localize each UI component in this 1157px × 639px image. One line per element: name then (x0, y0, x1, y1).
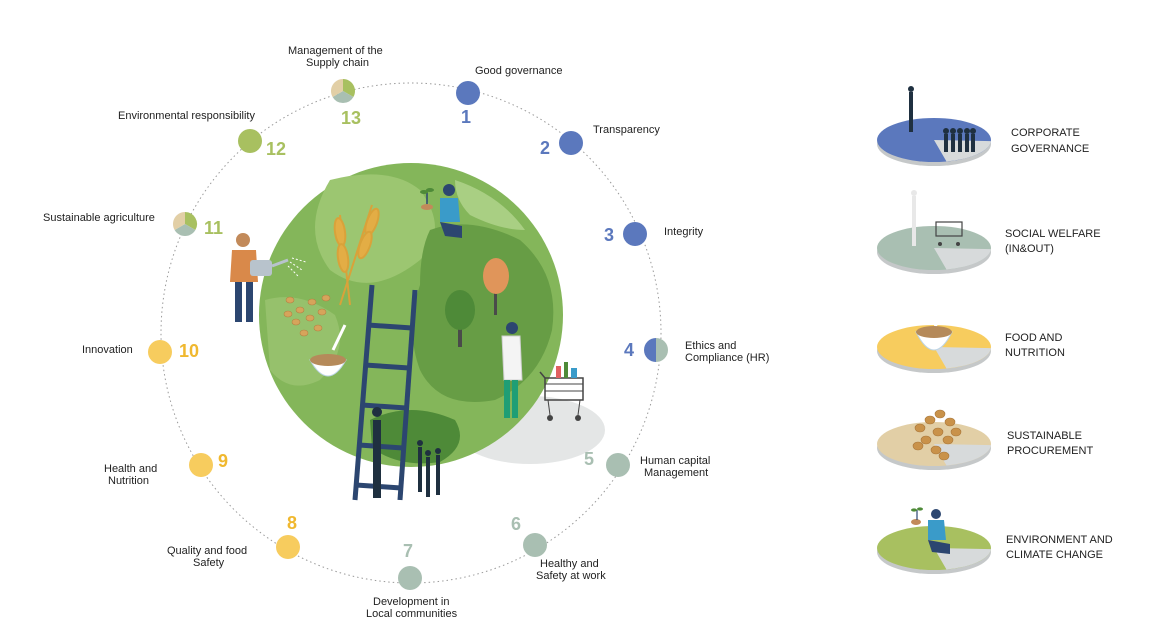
wheel-dot-1 (456, 81, 480, 105)
wheel-dot-10 (148, 340, 172, 364)
legend-label-line: SOCIAL WELFARE (1005, 228, 1101, 240)
beans-icon (912, 409, 962, 461)
legend-pie-3 (877, 325, 991, 373)
legend-label-line: PROCUREMENT (1007, 445, 1094, 457)
wheel-label-line: Nutrition (108, 475, 149, 487)
wheel-number: 5 (584, 449, 595, 469)
legend-label-line: CLIMATE CHANGE (1006, 549, 1103, 561)
wheel-label-line: Human capital (640, 455, 711, 467)
legend-label-line: NUTRITION (1005, 347, 1065, 359)
wheel-label-line: Ethics and (685, 340, 737, 352)
wheel-dot-11 (172, 212, 197, 237)
wheel-label-line: Management of the (288, 45, 383, 57)
legend-figure-icon (943, 128, 949, 152)
legend-label-line: ENVIRONMENT AND (1006, 534, 1113, 546)
wheel-label: Environmental responsibility (118, 110, 255, 122)
legend-label-line: FOOD AND (1005, 332, 1063, 344)
wheel-number: 9 (218, 451, 229, 471)
bowl-icon (915, 297, 953, 351)
wheel-number: 4 (624, 340, 635, 360)
legend-figure-icon (911, 190, 917, 246)
wheat-icon (333, 204, 380, 306)
wheel-label-line: Safety (193, 557, 225, 569)
legend-label-line: CORPORATE (1011, 127, 1080, 139)
cart-icon (935, 221, 963, 246)
legend-figure-icon (970, 128, 976, 152)
wheel-number: 6 (511, 514, 522, 534)
wheel-number: 1 (461, 107, 472, 127)
shopper-cart-icon (501, 322, 584, 421)
wheel-dot-8 (276, 535, 300, 559)
wheel-dot-12 (238, 129, 262, 153)
bowl-icon (309, 324, 347, 377)
legend-figure-icon (950, 128, 956, 152)
wheel-number: 10 (179, 341, 200, 361)
wheel-label-line: Local communities (366, 608, 458, 620)
wheel-dot-7 (398, 566, 422, 590)
legend-pies (877, 86, 991, 574)
wheel-number: 8 (287, 513, 298, 533)
farmer-watering-icon (230, 233, 307, 322)
wheel-dots (148, 79, 668, 590)
legend-pie-1 (877, 118, 991, 166)
wheel-number: 13 (341, 108, 362, 128)
wheel-label: Sustainable agriculture (43, 212, 155, 224)
wheel-number: 2 (540, 138, 551, 158)
legend-label-line: (IN&OUT) (1005, 243, 1054, 255)
wheel-label-line: Supply chain (306, 57, 369, 69)
wheel-label-line: Safety at work (536, 570, 606, 582)
legend-label-line: GOVERNANCE (1011, 143, 1090, 155)
wheel-number: 3 (604, 225, 615, 245)
wheel-label-line: Compliance (HR) (685, 352, 770, 364)
woman-planting-icon (911, 507, 950, 554)
legend-figure-icon (908, 86, 914, 132)
legend-figure-icon (957, 128, 963, 152)
wheel-dot-2 (559, 131, 583, 155)
wheel-number: 7 (403, 541, 414, 561)
wheel-dot-5 (606, 453, 630, 477)
wheel-label: Integrity (664, 226, 704, 238)
wheel-dot-9 (189, 453, 213, 477)
woman-planting-icon (420, 184, 462, 238)
wheel-label: Transparency (593, 124, 660, 136)
wheel-label-line: Quality and food (167, 545, 248, 557)
legend-label-line: SUSTAINABLE (1007, 430, 1082, 442)
wheel-dot-4 (644, 338, 668, 362)
people-icon (372, 407, 441, 498)
wheel-number: 12 (266, 139, 287, 159)
legend-figure-icon (964, 128, 970, 152)
wheel-label: Good governance (475, 65, 563, 77)
wheel-dot-13 (331, 79, 355, 104)
wheel-label-line: Healthy and (540, 558, 599, 570)
wheel-label-line: Management (644, 467, 709, 479)
wheel-dot-3 (623, 222, 647, 246)
grains-icon (283, 294, 331, 337)
legend-pie-2 (877, 226, 991, 274)
wheel-label: Innovation (82, 344, 133, 356)
wheel-dot-6 (523, 533, 547, 557)
wheel-number: 11 (204, 218, 224, 238)
wheel-label-line: Development in (373, 596, 450, 608)
tree-icon (445, 258, 509, 347)
wheel-label-line: Health and (104, 463, 158, 475)
legend-pie-4 (877, 422, 991, 470)
